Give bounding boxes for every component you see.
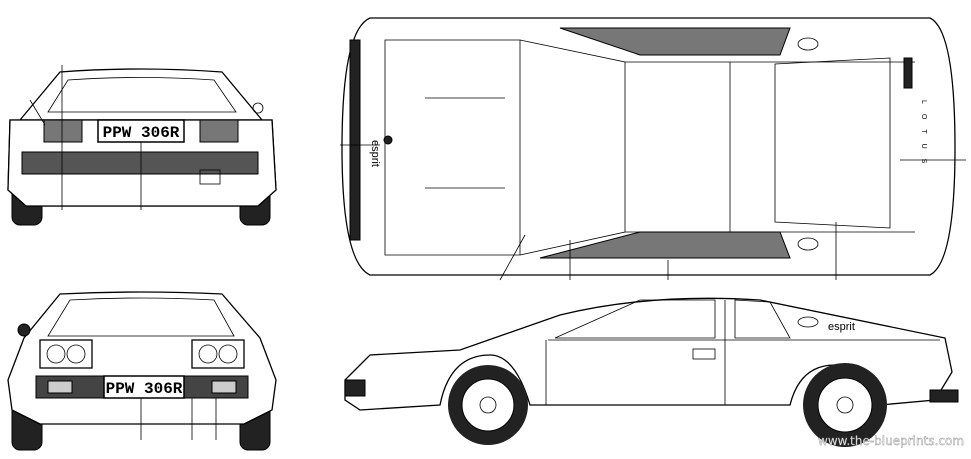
- side-esprit-badge: esprit: [828, 321, 855, 333]
- rear-view: PPW 306R: [7, 65, 277, 226]
- rear-left-light: [43, 119, 83, 143]
- front-plate-text: PPW 306R: [106, 380, 183, 398]
- rear-lotus-badge: LOTUS: [920, 100, 927, 173]
- hood-esprit-badge: esprit: [369, 140, 381, 167]
- watermark: www.the-blueprints.com: [818, 434, 964, 448]
- rear-right-light: [199, 119, 239, 143]
- top-view: esprit LOTUS: [340, 17, 966, 281]
- rear-bumper: [21, 151, 259, 175]
- side-view: esprit: [344, 297, 959, 447]
- rear-plate-text: PPW 306R: [103, 124, 180, 142]
- front-view: PPW 306R: [7, 291, 277, 451]
- front-plate: [103, 375, 185, 399]
